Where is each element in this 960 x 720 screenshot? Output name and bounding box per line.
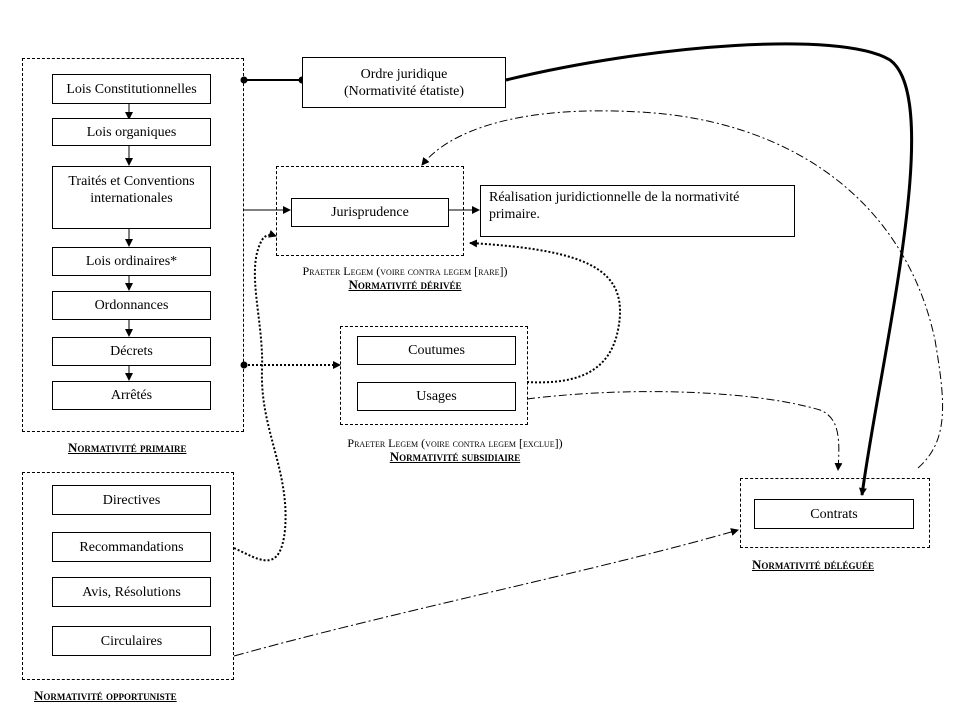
box-circulaires: Circulaires bbox=[52, 626, 211, 656]
box-directives: Directives bbox=[52, 485, 211, 515]
box-traites-conventions: Traités et Conventions internationales bbox=[52, 166, 211, 229]
box-coutumes: Coutumes bbox=[357, 336, 516, 365]
box-ordonnances: Ordonnances bbox=[52, 291, 211, 320]
caption-subsidiaire-text: Praeter Legem (voire contra legem [exclu… bbox=[347, 436, 563, 450]
caption-derivee: Praeter Legem (voire contra legem [rare]… bbox=[240, 264, 570, 292]
link-decrets-coutumes bbox=[240, 361, 341, 369]
group-normativite-primaire bbox=[22, 58, 244, 432]
box-realisation: Réalisation juridictionnelle de la norma… bbox=[480, 185, 795, 237]
arrow-contrats-derivee bbox=[421, 110, 944, 469]
label-normativite-derivee: Normativité dérivée bbox=[348, 277, 462, 292]
label-normativite-primaire: Normativité primaire bbox=[68, 440, 187, 455]
arrow-coutumes-jurisprudence bbox=[469, 239, 622, 384]
group-normativite-subsidiaire bbox=[340, 326, 528, 425]
group-normativite-deleguee bbox=[740, 478, 930, 548]
label-normativite-opportuniste: Normativité opportuniste bbox=[34, 688, 177, 703]
caption-subsidiaire: Praeter Legem (voire contra legem [exclu… bbox=[280, 436, 630, 464]
box-ordre-juridique: Ordre juridique (Normativité étatiste) bbox=[302, 57, 506, 108]
box-lois-organiques: Lois organiques bbox=[52, 118, 211, 146]
caption-derivee-text: Praeter Legem (voire contra legem [rare]… bbox=[302, 264, 508, 278]
box-lois-ordinaires: Lois ordinaires* bbox=[52, 247, 211, 276]
arrow-etatiste-contrats bbox=[505, 42, 914, 496]
box-avis-resolutions: Avis, Résolutions bbox=[52, 577, 211, 607]
box-jurisprudence: Jurisprudence bbox=[291, 198, 449, 227]
box-lois-constitutionnelles: Lois Constitutionnelles bbox=[52, 74, 211, 104]
label-normativite-subsidiaire: Normativité subsidiaire bbox=[389, 449, 521, 464]
arrow-recommandations-jurisprudence bbox=[233, 229, 287, 562]
group-normativite-opportuniste bbox=[22, 472, 234, 680]
arrow-usages-contrats bbox=[526, 391, 843, 471]
group-normativite-derivee bbox=[276, 166, 464, 256]
box-arretes: Arrêtés bbox=[52, 381, 211, 410]
box-usages: Usages bbox=[357, 382, 516, 411]
etatiste-line2: (Normativité étatiste) bbox=[343, 83, 465, 99]
box-recommandations: Recommandations bbox=[52, 532, 211, 562]
etatiste-line1: Ordre juridique bbox=[360, 66, 448, 82]
arrow-circulaires-contrats bbox=[233, 528, 739, 657]
box-decrets: Décrets bbox=[52, 337, 211, 366]
box-contrats: Contrats bbox=[754, 499, 914, 529]
link-primary-etatiste bbox=[240, 76, 306, 84]
label-normativite-deleguee: Normativité déléguée bbox=[752, 557, 874, 572]
